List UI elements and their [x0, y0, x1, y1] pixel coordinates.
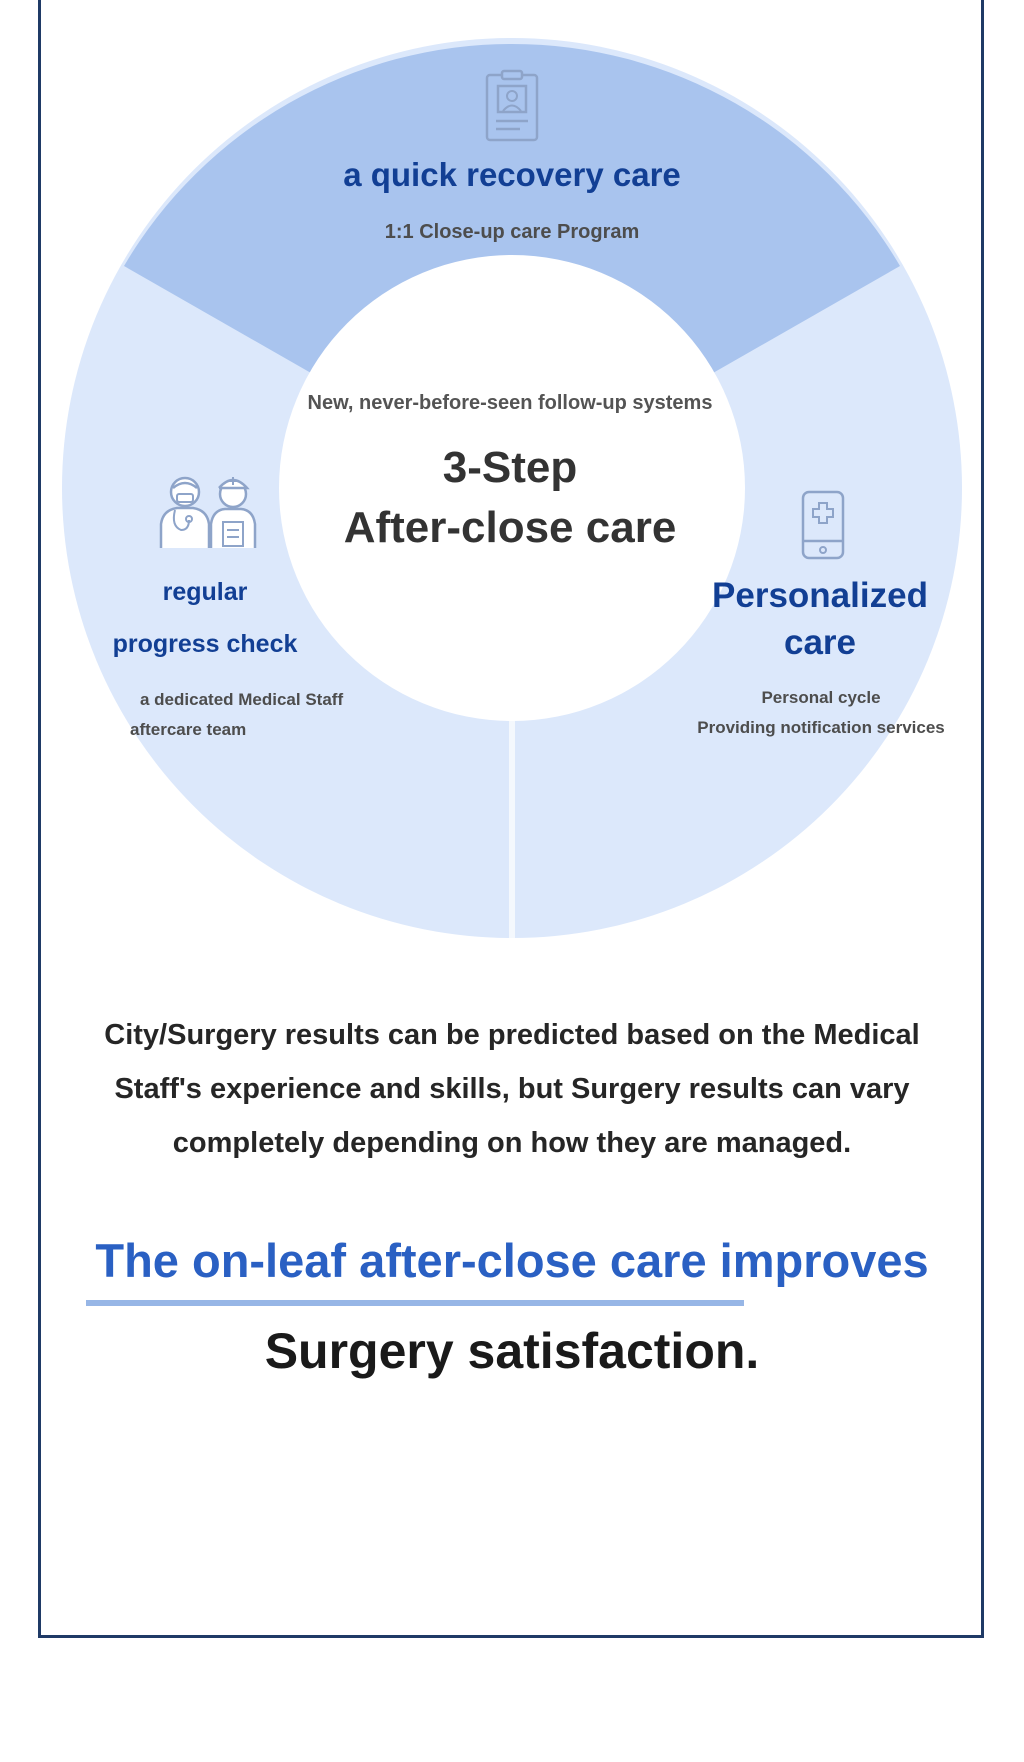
center-subtitle: New, never-before-seen follow-up systems — [307, 392, 713, 414]
segment-personalized-title-line1: Personalized — [712, 576, 928, 615]
segment-progress-check-desc-line2: aftercare team — [130, 720, 247, 739]
segment-personalized-title-line2: care — [783, 623, 857, 662]
segment-personalized-desc-line2: Providing notification services — [697, 718, 945, 737]
id-card-icon — [485, 69, 539, 142]
medical-staff-icon — [159, 476, 257, 548]
medical-phone-icon — [801, 490, 845, 560]
segment-quick-recovery-title: a quick recovery care — [343, 156, 681, 193]
headline-blue: The on-leaf after-close care improves — [95, 1234, 929, 1287]
segment-progress-check-title-line2: progress check — [112, 630, 298, 658]
page-frame — [38, 0, 984, 1638]
three-step-ring-diagram — [62, 38, 962, 938]
segment-progress-check-desc-line1: a dedicated Medical Staff — [140, 690, 344, 709]
paragraph-line-3: completely depending on how they are man… — [172, 1127, 852, 1159]
paragraph-line-1: City/Surgery results can be predicted ba… — [104, 1019, 920, 1051]
segment-quick-recovery-desc: 1:1 Close-up care Program — [384, 221, 640, 243]
segment-progress-check-title-line1: regular — [162, 578, 248, 606]
segment-personalized-desc-line1: Personal cycle — [761, 688, 881, 707]
center-title-line2: After-close care — [343, 503, 677, 552]
headline-black: Surgery satisfaction. — [264, 1323, 760, 1379]
description-paragraph: City/Surgery results can be predicted ba… — [95, 1008, 929, 1170]
headline-underline — [86, 1300, 744, 1306]
center-circle — [279, 255, 745, 721]
paragraph-line-2: Staff's experience and skills, but Surge… — [114, 1073, 910, 1105]
center-title-line1: 3-Step — [442, 443, 578, 492]
